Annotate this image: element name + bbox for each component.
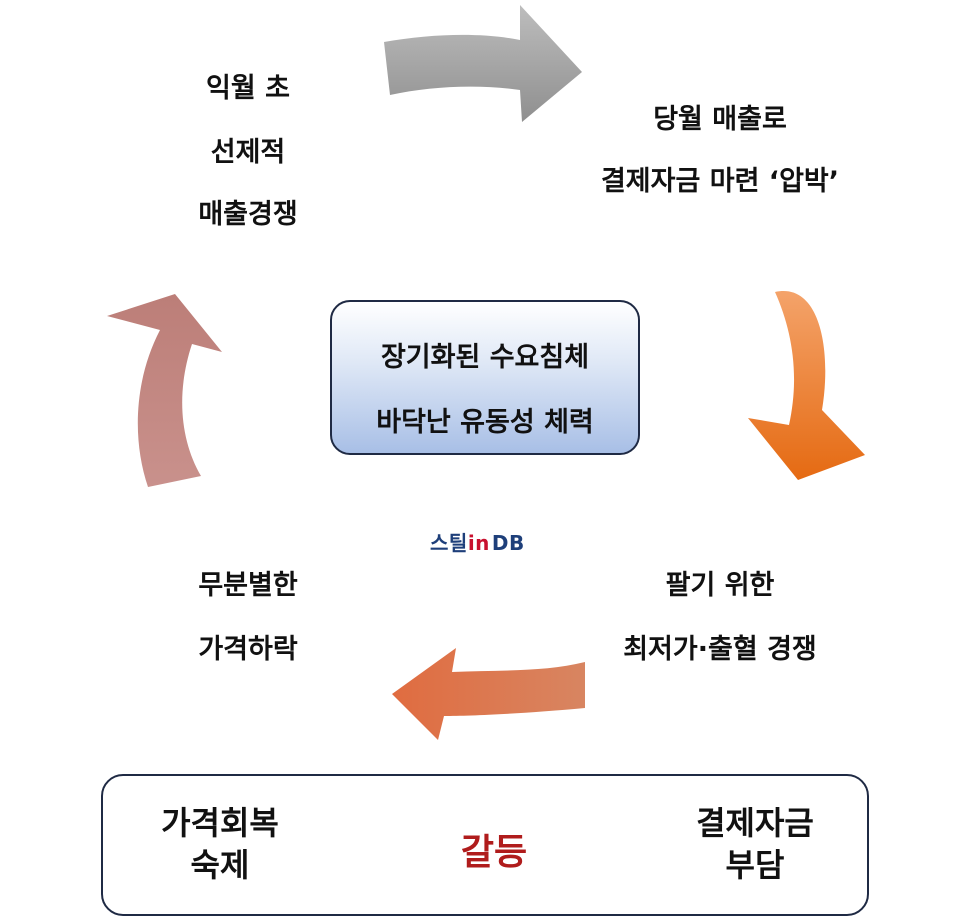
step-top-right: 당월 매출로 결제자금 마련 ‘압박’: [575, 106, 865, 195]
logo-part3: DB: [491, 531, 525, 555]
logo-part2: in: [467, 531, 490, 555]
step-bottom-right-line1: 팔기 위한: [665, 570, 775, 601]
step-bottom-left: 무분별한 가격하락: [178, 572, 318, 663]
bottom-box: [101, 774, 869, 916]
step-bottom-left-line1: 무분별한: [198, 570, 298, 601]
step-top-left-line2: 선제적: [210, 137, 286, 168]
arrow-right-orange: [748, 291, 865, 480]
step-top-left-line1: 익월 초: [206, 73, 290, 104]
bottom-left-text: 가격회복 숙제: [140, 802, 300, 886]
step-top-right-line2: 결제자금 마련 ‘압박’: [600, 166, 840, 197]
step-top-left: 익월 초 선제적 매출경쟁: [178, 75, 318, 228]
step-bottom-left-line2: 가격하락: [198, 634, 298, 665]
bottom-right-line1: 결제자금: [696, 804, 814, 842]
step-bottom-right: 팔기 위한 최저가·출혈 경쟁: [595, 572, 845, 663]
center-line1: 장기화된 수요침체: [380, 342, 590, 373]
bottom-right-text: 결제자금 부담: [675, 802, 835, 886]
center-box: 장기화된 수요침체 바닥난 유동성 체력: [330, 300, 640, 455]
arrow-top-gray: [384, 5, 582, 122]
arrow-left-rose: [107, 294, 222, 487]
logo-part1: 스틸: [430, 531, 468, 555]
step-top-right-line1: 당월 매출로: [653, 104, 787, 135]
bottom-left-line2: 숙제: [190, 846, 250, 884]
bottom-right-line2: 부담: [725, 846, 785, 884]
center-line2: 바닥난 유동성 체력: [376, 407, 594, 438]
bottom-left-line1: 가격회복: [161, 804, 279, 842]
step-bottom-right-line2: 최저가·출혈 경쟁: [623, 634, 817, 665]
conflict-label: 갈등: [460, 832, 528, 873]
step-top-left-line3: 매출경쟁: [198, 199, 298, 230]
arrow-bottom-coral: [392, 648, 585, 740]
